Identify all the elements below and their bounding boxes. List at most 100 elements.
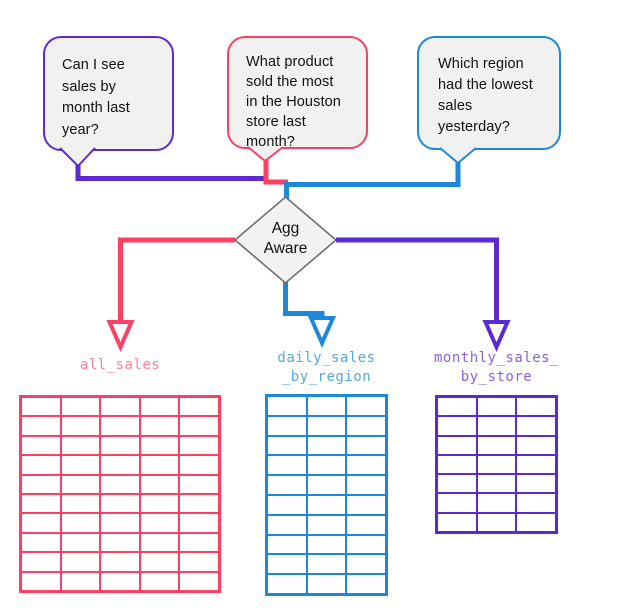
table-cell xyxy=(517,436,555,454)
table-cell xyxy=(22,398,60,416)
table-cell xyxy=(101,494,139,513)
table-label-all-sales: all_sales xyxy=(79,357,161,373)
table-cell xyxy=(307,575,346,593)
table-cell xyxy=(517,513,555,531)
table-cell xyxy=(477,513,516,531)
table-cell xyxy=(22,436,60,455)
table-cell xyxy=(101,417,139,435)
table-cell xyxy=(477,455,516,474)
table-cell xyxy=(61,436,100,455)
table-cell xyxy=(61,417,100,435)
table-cell xyxy=(101,456,139,474)
table-cell xyxy=(268,555,306,574)
table-cell xyxy=(438,398,476,416)
table-cell xyxy=(347,575,385,593)
table-cell xyxy=(140,456,179,474)
table-cell xyxy=(438,417,476,435)
connector-question1-purple xyxy=(75,163,266,181)
table-cell xyxy=(307,515,346,534)
table-cell xyxy=(61,398,100,416)
table-cell xyxy=(517,494,555,512)
table-cell xyxy=(517,455,555,474)
table-cell xyxy=(307,555,346,574)
table-cell xyxy=(477,398,516,416)
table-cell xyxy=(140,475,179,493)
table-cell xyxy=(180,475,218,493)
table-cell xyxy=(347,495,385,514)
decision-label: Agg Aware xyxy=(263,220,308,257)
table-cell xyxy=(22,456,60,474)
connector-out-pink xyxy=(118,237,235,322)
table-cell xyxy=(61,553,100,571)
table-all-sales xyxy=(19,395,221,593)
table-cell xyxy=(180,436,218,455)
table-cell xyxy=(140,572,179,590)
table-cell xyxy=(180,514,218,532)
table-cell xyxy=(347,397,385,415)
table-cell xyxy=(347,456,385,475)
table-cell xyxy=(268,575,306,593)
table-cell xyxy=(61,475,100,493)
table-cell xyxy=(438,436,476,454)
connector-question2-pink xyxy=(263,159,288,185)
table-cell xyxy=(307,476,346,494)
table-cell xyxy=(101,572,139,590)
table-cell xyxy=(477,417,516,435)
question-2-text: What product sold the most in the Housto… xyxy=(246,54,341,150)
table-cell xyxy=(347,416,385,435)
connector-question3-blue xyxy=(284,161,461,210)
table-cell xyxy=(101,475,139,493)
table-cell xyxy=(180,456,218,474)
table-cell xyxy=(268,476,306,494)
table-cell xyxy=(22,417,60,435)
table-cell xyxy=(180,417,218,435)
connector-out-purple xyxy=(336,237,499,322)
question-1-text: Can I see sales by month last year? xyxy=(62,57,130,138)
table-cell xyxy=(307,436,346,455)
table-daily-sales-by-region xyxy=(265,394,388,596)
question-3-text: Which region had the lowest sales yester… xyxy=(438,56,533,135)
table-cell xyxy=(347,535,385,554)
table-cell xyxy=(438,475,476,493)
table-cell xyxy=(268,436,306,455)
table-cell xyxy=(347,515,385,534)
arrowhead-pink xyxy=(106,320,135,352)
table-cell xyxy=(268,397,306,415)
table-cell xyxy=(268,456,306,475)
table-cell xyxy=(101,553,139,571)
table-cell xyxy=(438,513,476,531)
table-cell xyxy=(347,436,385,455)
table-cell xyxy=(268,535,306,554)
table-cell xyxy=(180,572,218,590)
table-monthly-sales-by-store xyxy=(435,395,558,534)
connector-out-blue xyxy=(283,280,325,318)
table-cell xyxy=(22,475,60,493)
table-label-monthly-sales-by-store: monthly_sales_ by_store xyxy=(433,350,559,385)
table-cell xyxy=(101,514,139,532)
table-cell xyxy=(438,455,476,474)
table-cell xyxy=(22,553,60,571)
table-cell xyxy=(477,494,516,512)
table-cell xyxy=(268,495,306,514)
table-cell xyxy=(22,494,60,513)
table-cell xyxy=(61,494,100,513)
table-cell xyxy=(517,398,555,416)
table-cell xyxy=(61,456,100,474)
speech-bubble-question-3: Which region had the lowest sales yester… xyxy=(417,36,561,150)
table-cell xyxy=(140,398,179,416)
table-cell xyxy=(101,436,139,455)
table-cell xyxy=(180,533,218,552)
table-cell xyxy=(61,533,100,552)
table-cell xyxy=(180,494,218,513)
table-cell xyxy=(140,514,179,532)
speech-bubble-question-2: What product sold the most in the Housto… xyxy=(227,36,368,150)
table-cell xyxy=(22,533,60,552)
table-cell xyxy=(307,397,346,415)
table-cell xyxy=(517,417,555,435)
table-cell xyxy=(268,515,306,534)
table-cell xyxy=(101,398,139,416)
table-cell xyxy=(477,436,516,454)
table-cell xyxy=(22,514,60,532)
table-cell xyxy=(180,553,218,571)
table-cell xyxy=(517,475,555,493)
